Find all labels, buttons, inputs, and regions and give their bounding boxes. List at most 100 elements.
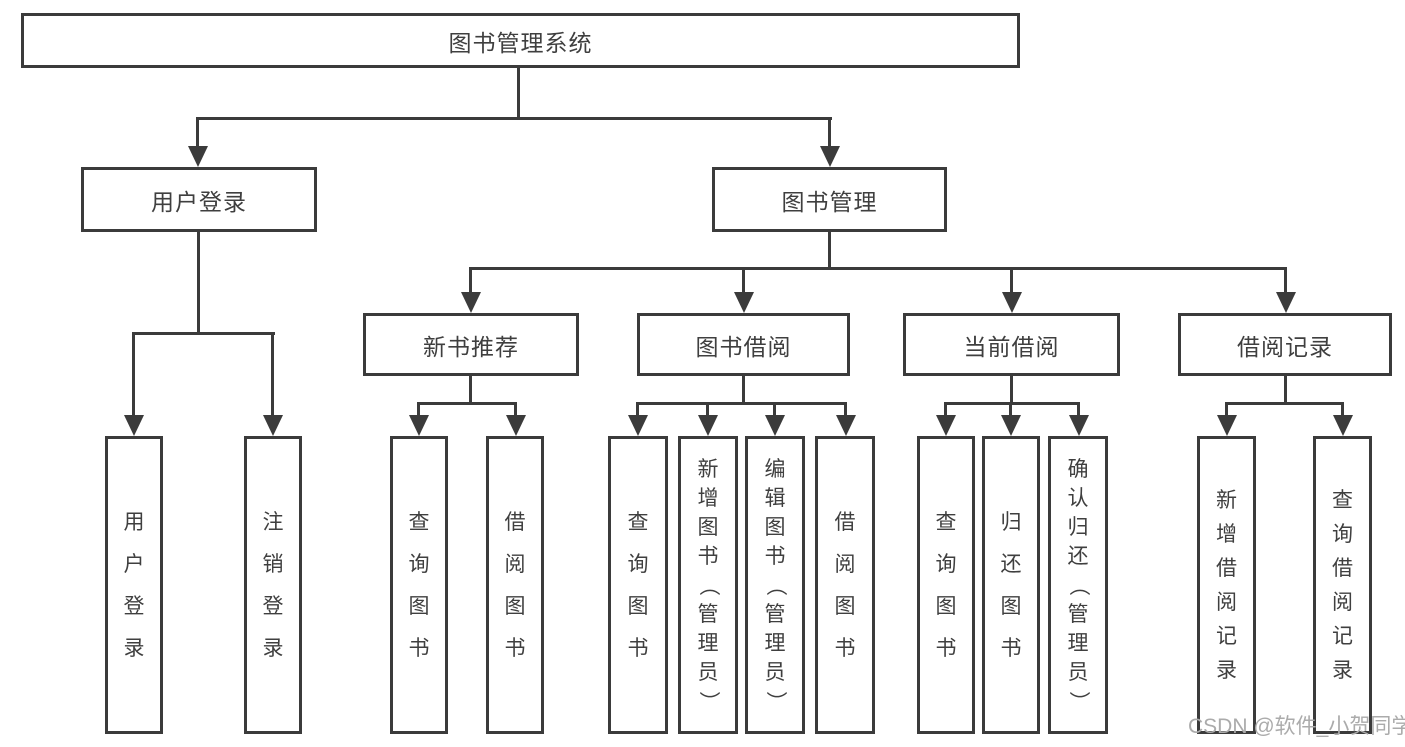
arrowhead-book-borrowing <box>734 292 754 313</box>
leaf-label-char: （ <box>1066 574 1090 596</box>
leaf-label-char: 书 <box>764 544 786 568</box>
leaf-label-char: 书 <box>504 636 526 660</box>
leaf-query-books-1-label: 查询图书 <box>393 439 445 731</box>
connector-shaft-current-borrowing <box>1010 267 1013 295</box>
connector-shaft-borrowing-records <box>1284 267 1287 295</box>
leaf-label-char: 查 <box>627 510 649 534</box>
leaf-label-char: 登 <box>123 594 145 618</box>
node-current-borrowing-label: 当前借阅 <box>963 333 1060 360</box>
connector-user-login-stem <box>197 232 200 335</box>
arrowhead-group2-leaf-3 <box>765 415 785 436</box>
connector-group2-shaft-2 <box>706 402 709 418</box>
leaf-label-char: 询 <box>1332 522 1353 546</box>
leaf-label-char: 图 <box>627 594 649 618</box>
connector-group2-stem <box>742 376 745 405</box>
leaf-add-borrow-record-label: 新增借阅记录 <box>1200 439 1253 731</box>
leaf-label-char: （ <box>763 574 787 596</box>
leaf-borrow-books-1-label: 借阅图书 <box>489 439 541 731</box>
leaf-borrow-books-2: 借阅图书 <box>815 436 875 734</box>
leaf-user-login: 用户登录 <box>105 436 163 734</box>
leaf-label-char: 书 <box>834 636 856 660</box>
leaf-label-char: 询 <box>935 552 957 576</box>
arrowhead-borrowing-records <box>1276 292 1296 313</box>
leaf-borrow-books-2-label: 借阅图书 <box>818 439 872 731</box>
arrowhead-leaf-logout <box>263 415 283 436</box>
leaf-label-char: 员 <box>1067 660 1089 684</box>
connector-group3-shaft-3 <box>1077 402 1080 418</box>
leaf-label-char: 借 <box>834 510 856 534</box>
arrowhead-group3-leaf-2 <box>1001 415 1021 436</box>
leaf-label-char: 编 <box>764 457 786 481</box>
arrowhead-group4-leaf-1 <box>1217 415 1237 436</box>
leaf-label-char: 用 <box>123 510 145 534</box>
connector-group3-split <box>944 402 1080 405</box>
arrowhead-book-management <box>820 146 840 167</box>
connector-group1-split <box>417 402 517 405</box>
leaf-label-char: 录 <box>1332 658 1353 682</box>
connector-group3-stem <box>1010 376 1013 405</box>
leaf-label-char: 图 <box>697 515 719 539</box>
leaf-label-char: 确 <box>1067 457 1089 481</box>
node-new-book-recommendation-label: 新书推荐 <box>423 333 519 360</box>
connector-group1-shaft-2 <box>514 402 517 418</box>
leaf-label-char: 新 <box>697 457 719 481</box>
leaf-label-char: 图 <box>935 594 957 618</box>
arrowhead-group3-leaf-3 <box>1069 415 1089 436</box>
node-borrowing-records: 借阅记录 <box>1178 313 1392 376</box>
leaf-label-char: 图 <box>504 594 526 618</box>
arrowhead-group2-leaf-4 <box>836 415 856 436</box>
leaf-label-char: 理 <box>697 631 719 655</box>
leaf-borrow-books-1: 借阅图书 <box>486 436 544 734</box>
connector-shaft-leaf-logout <box>271 332 274 417</box>
leaf-label-char: 图 <box>764 515 786 539</box>
leaf-label-char: 借 <box>504 510 526 534</box>
leaf-return-books: 归还图书 <box>982 436 1040 734</box>
leaf-label-char: 新 <box>1216 488 1237 512</box>
leaf-label-char: 注 <box>262 510 284 534</box>
connector-group2-shaft-1 <box>636 402 639 418</box>
node-root-library-management-system: 图书管理系统 <box>21 13 1020 68</box>
leaf-label-char: 图 <box>834 594 856 618</box>
node-root-label: 图书管理系统 <box>448 29 593 56</box>
leaf-label-char: 借 <box>1216 556 1237 580</box>
leaf-label-char: 理 <box>1067 631 1089 655</box>
leaf-confirm-return-admin-label: 确认归还（管理员） <box>1051 439 1105 731</box>
connector-shaft-book-borrowing <box>742 267 745 295</box>
leaf-label-char: 书 <box>627 636 649 660</box>
connector-group3-shaft-1 <box>944 402 947 418</box>
leaf-label-char: 书 <box>697 544 719 568</box>
leaf-label-char: 记 <box>1216 624 1237 648</box>
connector-group3-shaft-2 <box>1009 402 1012 418</box>
connector-user-login-split <box>132 332 275 335</box>
leaf-label-char: 管 <box>764 602 786 626</box>
leaf-label-char: 查 <box>1332 488 1353 512</box>
leaf-label-char: ） <box>763 690 787 712</box>
leaf-label-char: 归 <box>1000 510 1022 534</box>
connector-root-split <box>196 117 832 120</box>
leaf-label-char: 户 <box>123 552 145 576</box>
leaf-return-books-label: 归还图书 <box>985 439 1037 731</box>
leaf-label-char: 记 <box>1332 624 1353 648</box>
connector-group2-shaft-3 <box>773 402 776 418</box>
leaf-label-char: 书 <box>1000 636 1022 660</box>
connector-book-management-stem <box>828 232 831 270</box>
leaf-label-char: 录 <box>262 636 284 660</box>
leaf-label-char: 录 <box>1216 658 1237 682</box>
node-new-book-recommendation: 新书推荐 <box>363 313 579 376</box>
arrowhead-group1-leaf-1 <box>409 415 429 436</box>
leaf-label-char: 员 <box>697 660 719 684</box>
arrowhead-group2-leaf-2 <box>698 415 718 436</box>
leaf-label-char: 增 <box>1216 522 1237 546</box>
node-book-borrowing-label: 图书借阅 <box>695 333 792 360</box>
connector-shaft-leaf-user-login <box>132 332 135 417</box>
leaf-label-char: 管 <box>697 602 719 626</box>
leaf-edit-books-admin: 编辑图书（管理员） <box>745 436 805 734</box>
connector-group2-split <box>636 402 847 405</box>
leaf-label-char: 阅 <box>504 552 526 576</box>
node-current-borrowing: 当前借阅 <box>903 313 1120 376</box>
arrowhead-group1-leaf-2 <box>506 415 526 436</box>
leaf-label-char: 管 <box>1067 602 1089 626</box>
connector-group4-shaft-1 <box>1225 402 1228 418</box>
node-book-management-label: 图书管理 <box>781 188 878 215</box>
leaf-label-char: 理 <box>764 631 786 655</box>
